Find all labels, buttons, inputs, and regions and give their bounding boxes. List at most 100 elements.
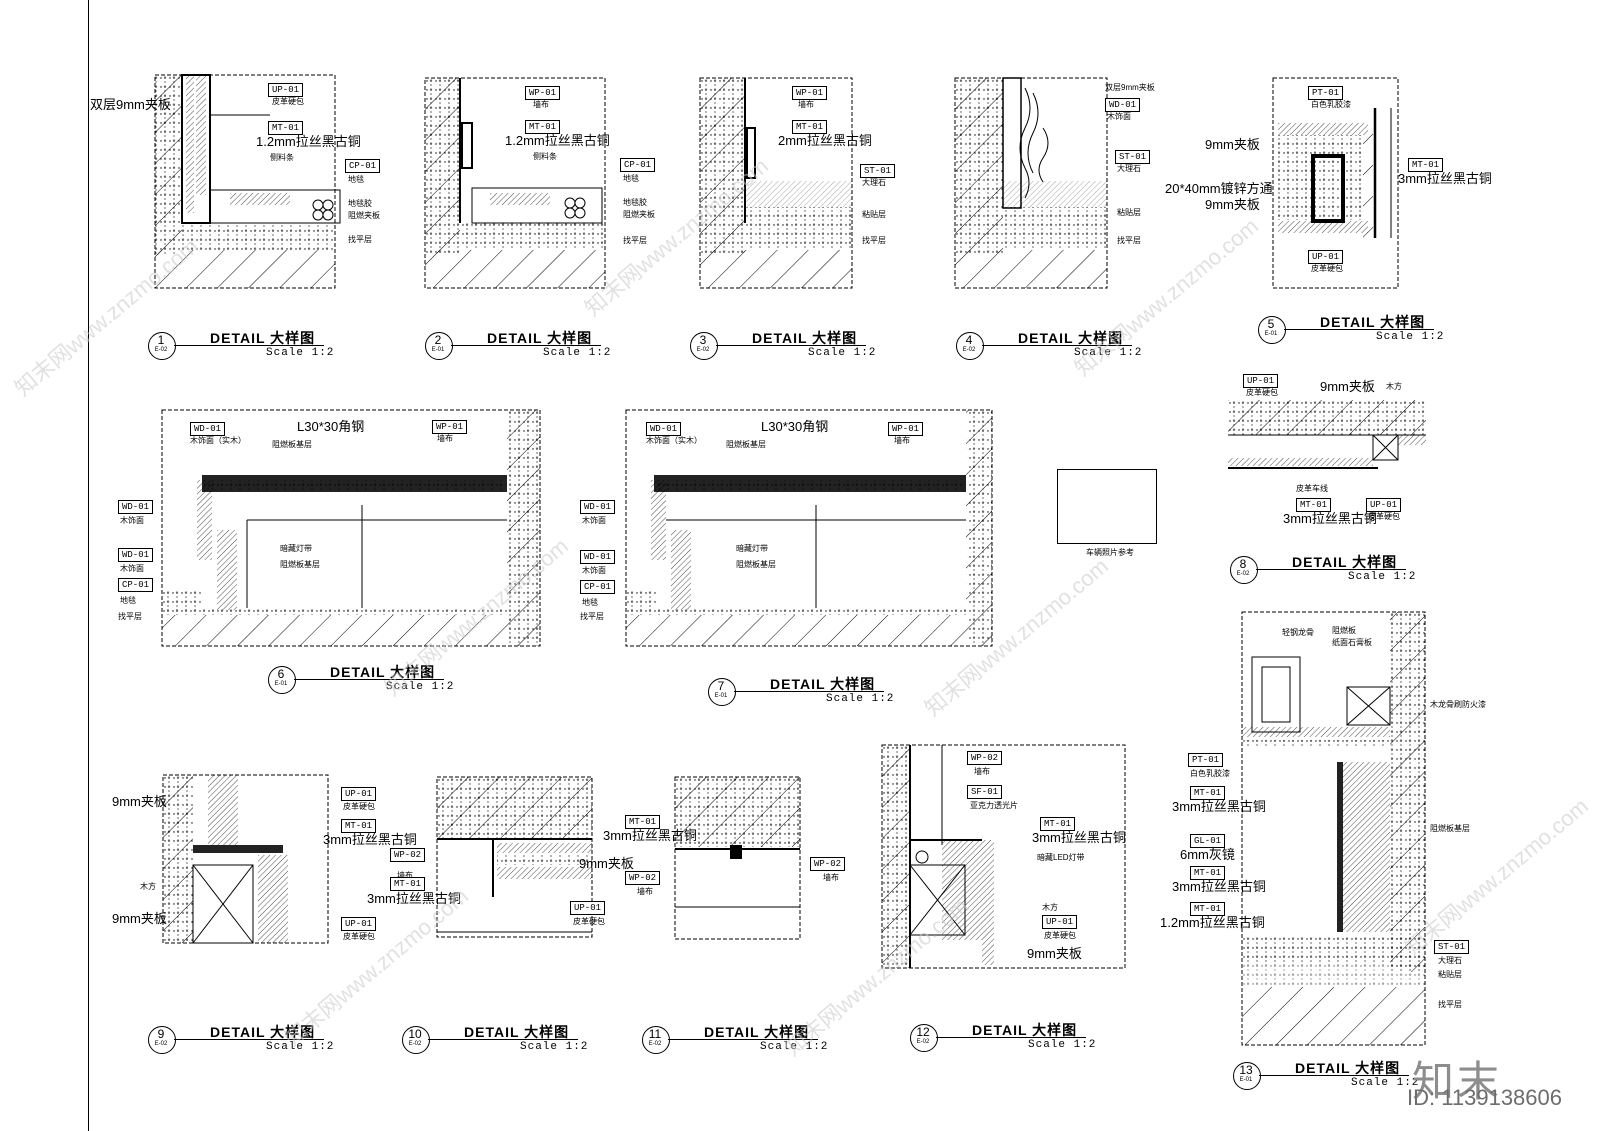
tag-4-2: ST-01	[1115, 150, 1151, 164]
detail-11-drawing	[674, 776, 801, 940]
detail-4: 双层9mm夹板 WD-01 木饰面 ST-01 大理石 粘贴层 找平层	[954, 77, 1155, 290]
note-5-1: 白色乳胶漆	[1311, 100, 1351, 109]
note-6-9: 地毯	[120, 596, 136, 605]
detail-scale: Scale 1:2	[1028, 1039, 1097, 1051]
note-1-6: 阻燃夹板	[348, 211, 380, 220]
note-1-2: 1.2mm拉丝黑古铜	[256, 134, 361, 149]
note-5-6: 皮革硬包	[1311, 264, 1343, 273]
note-6-10: 找平层	[118, 612, 142, 621]
note-8-2: 9mm夹板	[1320, 379, 1375, 394]
note-12-1: 墙布	[974, 767, 990, 776]
note-9-6: 皮革硬包	[343, 932, 375, 941]
tag-1-1: UP-01	[268, 83, 304, 97]
tag-1-3: CP-01	[345, 159, 381, 173]
note-3-1: 墙布	[798, 100, 814, 109]
detail-scale: Scale 1:2	[543, 347, 612, 359]
tag-6-1: WD-01	[190, 422, 226, 436]
sheet-ref: E-02	[408, 1041, 422, 1047]
tag-7-1: WD-01	[646, 422, 682, 436]
tag-12-3: MT-01	[1040, 817, 1076, 831]
note-7-4: 墙布	[894, 436, 910, 445]
detail-7-drawing	[625, 409, 993, 647]
title-bubble	[690, 332, 718, 360]
detail-scale: Scale 1:2	[1348, 571, 1417, 583]
tag-13-3: GL-01	[1190, 834, 1226, 848]
note-6-8: 木饰面	[120, 564, 144, 573]
sheet-ref: E-02	[154, 1041, 168, 1047]
note-12-4: 暗藏LED灯带	[1037, 853, 1085, 862]
tag-10-3: UP-01	[570, 901, 606, 915]
note-4-4: 粘贴层	[1117, 208, 1141, 217]
tag-5-3: UP-01	[1308, 250, 1344, 264]
tag-8-2: MT-01	[1296, 498, 1332, 512]
note-6-1: 木饰面（实木）	[190, 436, 246, 445]
title-bubble	[910, 1024, 938, 1052]
detail-1: UP-01 皮革硬包 MT-01 1.2mm拉丝黑古铜 侧料条 CP-01 地毯…	[150, 74, 381, 290]
title-underline	[734, 691, 884, 692]
detail-number: 9	[157, 1027, 165, 1041]
note-6-6: 暗藏灯带	[280, 544, 312, 553]
detail-name: DETAIL 大样图	[210, 330, 316, 346]
detail-5: PT-01 白色乳胶漆 MT-01 3mm拉丝黑古铜 UP-01 皮革硬包	[1272, 77, 1492, 290]
note-4-2: 木饰面	[1107, 112, 1131, 121]
note-1-5: 地毯胶	[348, 199, 372, 208]
title-bubble	[1230, 556, 1258, 584]
detail-8: UP-01 皮革硬包 9mm夹板 木方 皮革车线 MT-01 3mm拉丝黑古铜 …	[1228, 374, 1428, 540]
detail-name: DETAIL 大样图	[464, 1024, 570, 1040]
detail-2: WP-01 墙布 MT-01 1.2mm拉丝黑古铜 侧料条 CP-01 地毯 地…	[424, 77, 656, 293]
title-underline	[294, 679, 444, 680]
note-9-4: 木方	[140, 882, 156, 891]
note-13-9: 3mm拉丝黑古铜	[1172, 879, 1266, 894]
title-underline	[716, 345, 866, 346]
note-8-5: 3mm拉丝黑古铜	[1283, 511, 1377, 526]
note-8-1: 皮革硬包	[1246, 388, 1278, 397]
tag-11-3: WP-02	[810, 857, 846, 871]
tag-13-5: MT-01	[1190, 902, 1226, 916]
tag-13-6: ST-01	[1434, 940, 1470, 954]
title-bubble	[268, 666, 296, 694]
note-12-6: 皮革硬包	[1044, 931, 1076, 940]
detail-name: DETAIL 大样图	[1018, 330, 1124, 346]
note-3-3: 大理石	[862, 178, 886, 187]
note-9-3: 3mm拉丝黑古铜	[323, 832, 417, 847]
title-underline	[174, 345, 324, 346]
detail-10: 墙布 9mm夹板 UP-01 皮革硬包	[397, 776, 634, 942]
tag-6-2: WP-01	[432, 420, 468, 434]
tag-13-2: MT-01	[1190, 786, 1226, 800]
note-13-10: 1.2mm拉丝黑古铜	[1160, 915, 1265, 930]
note-7-3: 阻燃板基层	[726, 440, 766, 449]
detail-9: UP-01 皮革硬包 MT-01 3mm拉丝黑古铜 UP-01 皮革硬包	[162, 774, 417, 945]
note-13-5: 白色乳胶漆	[1190, 769, 1230, 778]
note-13-1: 轻钢龙骨	[1282, 628, 1314, 637]
note-11-3: 墙布	[823, 873, 839, 882]
detail-number: 2	[434, 333, 442, 347]
detail-3-drawing	[699, 77, 853, 289]
title-underline	[428, 1039, 578, 1040]
note-6-2: L30*30角钢	[297, 419, 365, 434]
detail-name: DETAIL 大样图	[330, 664, 436, 680]
note-7-1: 木饰面（实木）	[646, 436, 702, 445]
note-4-3: 大理石	[1117, 164, 1141, 173]
detail-name: DETAIL 大样图	[704, 1024, 810, 1040]
detail-number: 5	[1267, 317, 1275, 331]
tag-5-1: PT-01	[1308, 86, 1344, 100]
detail-number: 13	[1239, 1063, 1253, 1077]
tag-11-1: MT-01	[625, 815, 661, 829]
note-5-4: 20*40mm镀锌方通	[1165, 181, 1273, 196]
tag-3-3: ST-01	[860, 164, 896, 178]
title-bubble	[1233, 1062, 1261, 1090]
tag-3-1: WP-01	[792, 86, 828, 100]
detail-5-drawing	[1272, 77, 1399, 289]
note-13-13: 找平层	[1438, 1000, 1462, 1009]
detail-3: WP-01 墙布 MT-01 2mm拉丝黑古铜 ST-01 大理石 粘贴层 找平…	[699, 77, 896, 290]
note-1-0: 双层9mm夹板	[90, 97, 171, 112]
note-3-2: 2mm拉丝黑古铜	[778, 133, 872, 148]
detail-number: 12	[916, 1025, 930, 1039]
tag-8-3: UP-01	[1366, 498, 1402, 512]
title-underline	[1259, 1075, 1409, 1076]
title-bubble	[148, 332, 176, 360]
detail-12: WP-02 墙布 SF-01 亚克力透光片 MT-01 3mm拉丝黑古铜 暗藏L…	[881, 744, 1127, 970]
tag-2-3: CP-01	[620, 158, 656, 172]
tag-9-1: UP-01	[341, 787, 377, 801]
tag-9-3: UP-01	[341, 917, 377, 931]
